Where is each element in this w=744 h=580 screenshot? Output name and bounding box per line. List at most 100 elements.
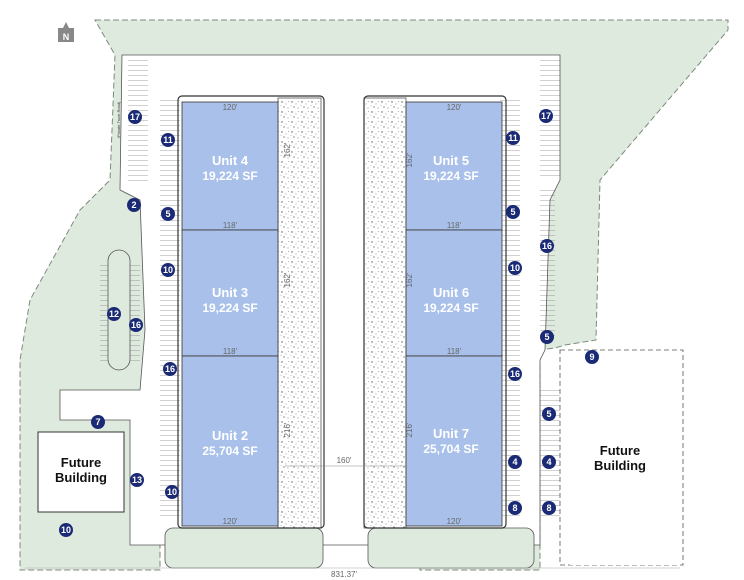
unit-4-area: 19,224 SF	[202, 169, 257, 183]
dim-left-top: 120'	[223, 103, 238, 112]
parking-count-badge-circle	[508, 501, 522, 515]
parking-count-badge: 8	[508, 501, 522, 515]
parking-count-badge: 5	[506, 205, 520, 219]
parking-count-badge-circle	[508, 367, 522, 381]
parking-count-badge-label: 5	[510, 207, 515, 217]
truck-court-left	[277, 97, 322, 529]
parking-count-badge-circle	[540, 330, 554, 344]
future-building-left: Future Building	[37, 431, 125, 513]
parking-count-badge-label: 4	[546, 457, 551, 467]
parking-count-badge: 16	[508, 367, 522, 381]
unit-2: Unit 2 25,704 SF	[181, 355, 279, 527]
parking-count-badge-label: 7	[95, 417, 100, 427]
unit-5: Unit 5 19,224 SF	[405, 101, 503, 231]
future-building-left-line1: Future	[61, 455, 101, 470]
parking-count-badge: 5	[542, 407, 556, 421]
dim-left-bottom: 120'	[223, 517, 238, 526]
parking-count-badge-circle	[163, 362, 177, 376]
parking-count-badge-label: 5	[546, 409, 551, 419]
future-building-left-line2: Building	[55, 470, 107, 485]
parking-count-badge-circle	[508, 261, 522, 275]
parking-count-badge: 9	[585, 350, 599, 364]
truck-court-right	[363, 97, 407, 529]
right-building	[363, 95, 507, 529]
parking-count-badge: 16	[163, 362, 177, 376]
parking-count-badge-label: 5	[165, 209, 170, 219]
dim-right-bottom: 120'	[447, 517, 462, 526]
parking-count-badge-circle	[539, 109, 553, 123]
parking-count-badge-label: 12	[109, 309, 119, 319]
parking-count-badge-circle	[129, 318, 143, 332]
parking-count-badge: 10	[165, 485, 179, 499]
unit-7: Unit 7 25,704 SF	[405, 355, 503, 527]
street-label: (Private Truck Road)	[116, 101, 121, 138]
parking-count-badge-circle	[91, 415, 105, 429]
parking-count-badge-label: 4	[512, 457, 517, 467]
dim-right-depth-mid: 162'	[405, 272, 414, 287]
future-building-right: Future Building	[570, 365, 680, 565]
parking-count-badge-label: 16	[165, 364, 175, 374]
parking-count-badge-label: 16	[510, 369, 520, 379]
parking-count-badge-label: 5	[544, 332, 549, 342]
parking-count-badge: 2	[127, 198, 141, 212]
parking-count-badge: 17	[539, 109, 553, 123]
unit-6-name: Unit 6	[433, 285, 469, 300]
unit-3: Unit 3 19,224 SF	[181, 229, 279, 357]
lower-right-stalls	[540, 390, 560, 520]
parking-count-badge-circle	[508, 455, 522, 469]
parking-count-badge: 10	[161, 263, 175, 277]
unit-5-area: 19,224 SF	[423, 169, 478, 183]
parking-count-badge-circle	[585, 350, 599, 364]
dim-frontage: 831.37'	[331, 570, 357, 579]
right-building-stalls	[500, 98, 520, 518]
dim-right-mid1: 118'	[447, 221, 462, 230]
dim-left-mid2: 118'	[223, 347, 238, 356]
parking-count-badge-circle	[542, 501, 556, 515]
bottom-island-left	[164, 527, 324, 569]
parking-count-badge-circle	[540, 239, 554, 253]
parking-count-badge-label: 10	[510, 263, 520, 273]
unit-4-name: Unit 4	[212, 153, 249, 168]
parking-count-badge-label: 11	[508, 133, 518, 143]
dim-left-mid1: 118'	[223, 221, 238, 230]
parking-count-badge: 10	[508, 261, 522, 275]
parking-count-badge-label: 10	[167, 487, 177, 497]
parking-count-badge-label: 16	[542, 241, 552, 251]
parking-count-badge-label: 8	[546, 503, 551, 513]
unit-6: Unit 6 19,224 SF	[405, 229, 503, 357]
parking-count-badge: 16	[540, 239, 554, 253]
parking-count-badge: 11	[161, 133, 175, 147]
parking-count-badge: 12	[107, 307, 121, 321]
parking-count-badge-circle	[59, 523, 73, 537]
future-building-right-line1: Future	[600, 443, 640, 458]
north-arrow-icon: N	[58, 22, 74, 42]
unit-3-area: 19,224 SF	[202, 301, 257, 315]
parking-count-badge-circle	[165, 485, 179, 499]
parking-count-badge-label: 10	[61, 525, 71, 535]
right-side-stalls	[540, 190, 555, 340]
parking-count-badge-circle	[128, 110, 142, 124]
parking-count-badge-label: 17	[541, 111, 551, 121]
unit-6-area: 19,224 SF	[423, 301, 478, 315]
parking-count-badge-circle	[107, 307, 121, 321]
unit-2-area: 25,704 SF	[202, 444, 257, 458]
parking-count-badge: 5	[161, 207, 175, 221]
left-building	[177, 95, 325, 529]
parking-count-badge-circle	[506, 205, 520, 219]
unit-7-name: Unit 7	[433, 426, 469, 441]
parking-count-badge-circle	[127, 198, 141, 212]
parking-count-badge: 7	[91, 415, 105, 429]
unit-4: Unit 4 19,224 SF	[181, 101, 279, 231]
parking-count-badge: 11	[506, 131, 520, 145]
parking-count-badge: 4	[542, 455, 556, 469]
parking-count-badge: 4	[508, 455, 522, 469]
parking-count-badge-label: 17	[130, 112, 140, 122]
parking-count-badge-circle	[506, 131, 520, 145]
north-letter: N	[63, 32, 70, 42]
parking-count-badge-label: 8	[512, 503, 517, 513]
unit-7-area: 25,704 SF	[423, 442, 478, 456]
parking-count-badge-label: 2	[131, 200, 136, 210]
parking-count-badge-label: 13	[132, 475, 142, 485]
